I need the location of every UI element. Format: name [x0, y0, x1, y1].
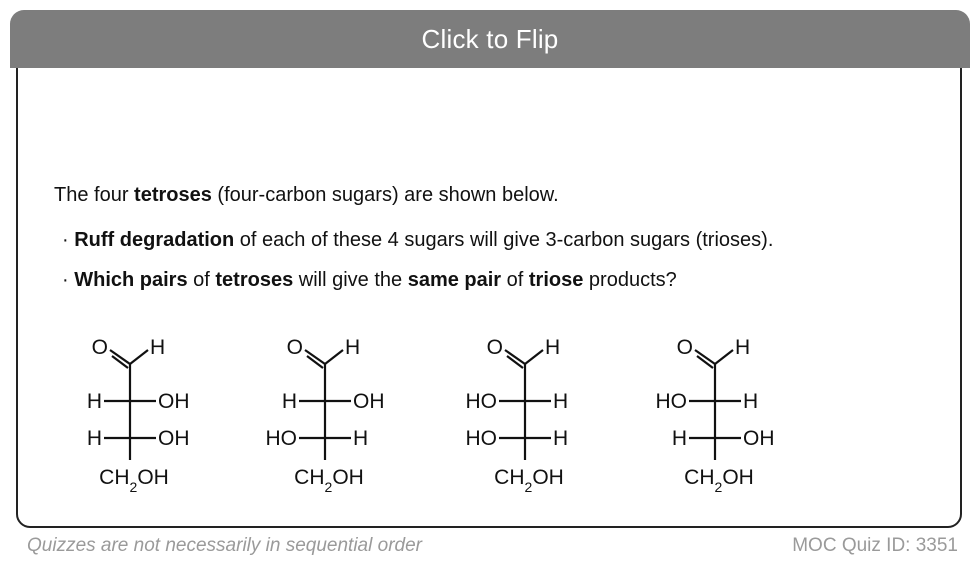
substituent-left: H: [87, 427, 102, 450]
bullet-question: · Which pairs of tetroses will give the …: [62, 266, 677, 294]
aldehyde-oxygen: O: [677, 336, 693, 359]
aldehyde-oxygen: O: [92, 336, 108, 359]
flip-label: Click to Flip: [421, 23, 559, 54]
substituent-right: OH: [158, 427, 190, 450]
substituent-right: H: [743, 390, 758, 413]
substituent-left: HO: [656, 390, 688, 413]
double-bond: [304, 349, 326, 365]
b2-text-3: of: [501, 269, 529, 291]
b2-text-1: of: [187, 269, 216, 291]
sequence-note: Quizzes are not necessarily in sequentia…: [27, 535, 422, 556]
aldehyde-hydrogen: H: [735, 336, 750, 359]
terminal-ch2oh: CH2OH: [494, 466, 564, 495]
double-bond: [506, 355, 524, 369]
aldehyde-oxygen: O: [287, 336, 303, 359]
bullet-ruff-degradation: · Ruff degradation of each of these 4 su…: [62, 226, 773, 254]
substituent-right: OH: [158, 390, 190, 413]
b2-bold-4: triose: [528, 269, 584, 291]
b2-text-2: will give the: [293, 269, 408, 291]
terminal-ch2oh: CH2OH: [99, 466, 169, 495]
bullet1-text: of each of these 4 sugars will give 3-ca…: [234, 229, 774, 251]
aldehyde-hydrogen: H: [345, 336, 360, 359]
substituent-right: H: [553, 390, 568, 413]
substituent-right: H: [553, 427, 568, 450]
double-bond: [504, 349, 526, 365]
aldehyde-bond: [524, 349, 544, 365]
substituent-left: HO: [466, 427, 498, 450]
b2-text-4: products?: [583, 269, 677, 291]
bullet-dot: ·: [62, 269, 69, 291]
double-bond: [306, 355, 324, 369]
substituent-right: OH: [743, 427, 775, 450]
substituent-left: H: [87, 390, 102, 413]
bullet1-bold: Ruff degradation: [74, 229, 235, 251]
intro-post: (four-carbon sugars) are shown below.: [211, 184, 559, 206]
intro-text: The four tetroses (four-carbon sugars) a…: [54, 181, 559, 209]
flashcard[interactable]: [16, 16, 962, 528]
terminal-ch2oh: CH2OH: [294, 466, 364, 495]
quiz-id: MOC Quiz ID: 3351: [792, 535, 958, 556]
substituent-left: HO: [266, 427, 298, 450]
aldehyde-hydrogen: H: [150, 336, 165, 359]
b2-bold-2: tetroses: [215, 269, 294, 291]
b2-bold-1: Which pairs: [74, 269, 188, 291]
aldehyde-hydrogen: H: [545, 336, 560, 359]
tetrose-structure-3: O H HO H HO H CH2OH: [466, 336, 569, 495]
substituent-right: H: [353, 427, 368, 450]
double-bond: [111, 355, 129, 369]
substituent-right: OH: [353, 390, 385, 413]
aldehyde-bond: [324, 349, 344, 365]
aldehyde-oxygen: O: [487, 336, 503, 359]
substituent-left: H: [282, 390, 297, 413]
bullet-dot: ·: [62, 229, 69, 251]
click-to-flip-button[interactable]: Click to Flip: [10, 10, 970, 68]
substituent-left: H: [672, 427, 687, 450]
double-bond: [109, 349, 131, 365]
terminal-ch2oh: CH2OH: [684, 466, 754, 495]
intro-pre: The four: [54, 184, 135, 206]
aldehyde-bond: [129, 349, 149, 365]
substituent-left: HO: [466, 390, 498, 413]
aldehyde-bond: [714, 349, 734, 365]
intro-bold: tetroses: [134, 184, 212, 206]
double-bond: [694, 349, 716, 365]
double-bond: [696, 355, 714, 369]
b2-bold-3: same pair: [407, 269, 502, 291]
